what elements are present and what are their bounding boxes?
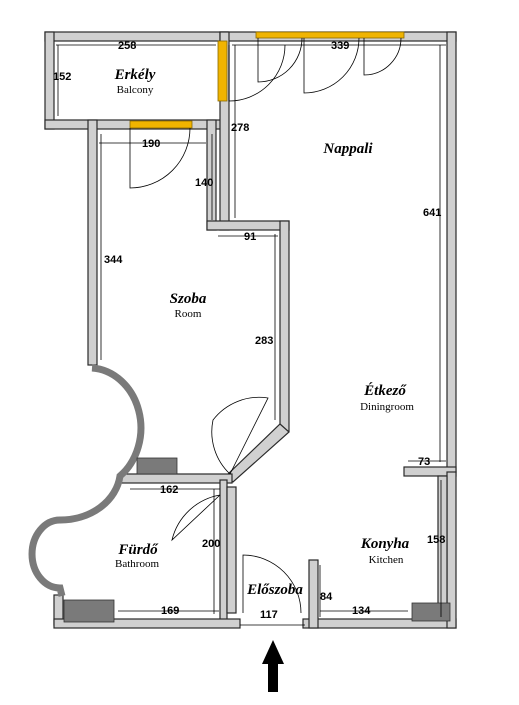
dim-wall-283: 283 [255,335,273,347]
wall-room-left [87,119,98,366]
dim-bath-depth: 200 [202,538,220,550]
fixture-bath-tub [63,599,115,623]
fixtures [63,457,451,623]
window-room-swing [129,127,191,189]
room-szoba-sub: Room [175,308,202,320]
room-szoba-name: Szoba [170,291,207,307]
dim-balcony-width: 258 [118,40,136,52]
window-balcony-door [217,40,228,102]
dim-step-91: 91 [244,231,256,243]
up-arrow-icon [262,640,284,692]
room-furdo-name: Fürdő [117,542,159,558]
wall-bottom-left [53,618,241,629]
wall-diagonal [225,423,290,483]
wall-balcony-top [44,31,229,42]
dim-room-top: 190 [142,138,160,150]
door-living-3 [363,37,402,76]
dim-hall-width: 117 [260,609,278,621]
wall-bath-panel [226,486,237,614]
fixture-kitchen-sink [411,602,451,622]
door-living-2 [303,37,360,94]
wall-room-right-upper [206,119,217,231]
dim-living-width: 339 [331,40,349,52]
wall-right-upper [446,31,457,473]
room-eloszoba-name: Előszoba [246,582,303,598]
window-living [255,31,405,39]
room-etkezo-sub: Diningroom [360,401,414,413]
dim-counter-73: 73 [418,456,430,468]
dim-bath-bottom: 169 [161,605,179,617]
windows [129,31,405,129]
wall-bath-right [219,479,228,621]
wall-283 [279,220,290,432]
wall-bath-top [119,473,233,484]
room-furdo-sub: Bathroom [115,558,159,570]
window-room [129,120,193,129]
wall-kitchen-inner [437,475,448,620]
dim-wall-140: 140 [195,177,213,189]
wall-hall-84 [308,559,319,629]
dim-kitchen-depth: 158 [427,534,445,546]
dimension-labels: 258 152 339 278 190 140 641 91 344 283 7… [53,40,445,621]
dim-living-depth: 641 [423,207,441,219]
dim-hall-84: 84 [320,591,333,603]
room-konyha-sub: Kitchen [369,554,404,566]
room-nappali-name: Nappali [322,141,373,157]
room-labels: Erkély Balcony Nappali Szoba Room Étkező… [114,67,415,598]
door-bath [171,494,221,542]
dimension-lines [56,44,446,626]
door-balcony [228,44,286,102]
door-living-1 [257,37,303,83]
wall-step-91 [206,220,290,231]
dim-partition-278: 278 [231,122,249,134]
door-room [211,396,269,475]
room-erkely-sub: Balcony [117,84,154,96]
room-konyha-name: Konyha [360,536,410,552]
dim-bath-width: 162 [160,484,178,496]
dim-balcony-depth: 152 [53,71,71,83]
dim-room-depth: 344 [104,254,123,266]
doors [129,37,402,614]
wall-arch [28,364,145,597]
door-entrance [242,554,302,614]
fixture-room-radiator [136,457,178,475]
room-erkely-name: Erkély [114,67,156,83]
dim-kitchen-width: 134 [352,605,371,617]
room-etkezo-name: Étkező [363,382,407,399]
